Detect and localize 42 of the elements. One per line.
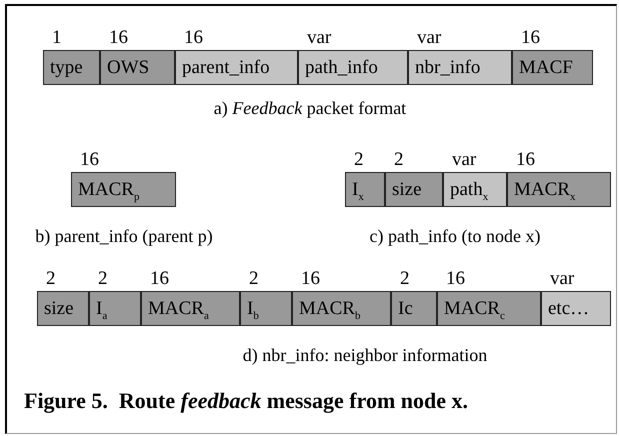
field-name: MACR$_{a}$: [148, 299, 209, 318]
field-name: MACR$_{c}$: [444, 299, 505, 318]
field-size: 2: [354, 150, 364, 169]
field-name: I$_{x}$: [352, 180, 364, 199]
field-size: 16: [446, 269, 465, 288]
field-size: var: [550, 269, 574, 288]
field-name: MACR$_{x}$: [514, 180, 576, 199]
field-name: type: [50, 58, 83, 77]
field-name: parent_info: [182, 58, 270, 77]
field-size: 16: [301, 269, 320, 288]
field-size: 16: [521, 28, 540, 47]
field-name: nbr_info: [415, 58, 480, 77]
field-name: size: [44, 299, 74, 318]
subfigure-caption: b) parent_info (parent p): [34, 226, 214, 248]
field-size: 16: [516, 150, 535, 169]
field-name: Ic: [398, 299, 413, 318]
field-name: I$_{b}$: [247, 299, 259, 318]
field-size: var: [307, 28, 332, 47]
field-name: etc…: [548, 299, 590, 318]
subfigure-caption: a) Feedback packet format: [212, 98, 408, 120]
field-size: 2: [249, 269, 258, 288]
field-size: 16: [184, 28, 203, 47]
field-name: OWS: [107, 58, 150, 77]
field-name: path$_{x}$: [450, 180, 488, 199]
field-name: size: [392, 180, 422, 199]
field-size: 2: [400, 269, 410, 288]
subfigure-caption: d) nbr_info: neighbor information: [242, 345, 488, 367]
field-name: path_info: [305, 58, 378, 77]
field-size: 2: [394, 150, 404, 169]
field-name: MACR$_{b}$: [299, 299, 360, 318]
field-name: MACF: [519, 58, 573, 77]
field-name: I$_{a}$: [96, 299, 108, 318]
field-size: var: [417, 28, 442, 47]
field-size: 1: [52, 28, 62, 47]
subfigure-caption: c) path_info (to node x): [368, 226, 542, 248]
field-size: 2: [46, 269, 56, 288]
field-size: var: [452, 150, 476, 169]
field-size: 16: [109, 28, 128, 47]
field-size: 16: [80, 150, 99, 169]
figure-caption: Figure 5. Route feedback message from node x.: [24, 388, 468, 414]
field-size: 2: [98, 269, 108, 288]
field-size: 16: [150, 269, 169, 288]
